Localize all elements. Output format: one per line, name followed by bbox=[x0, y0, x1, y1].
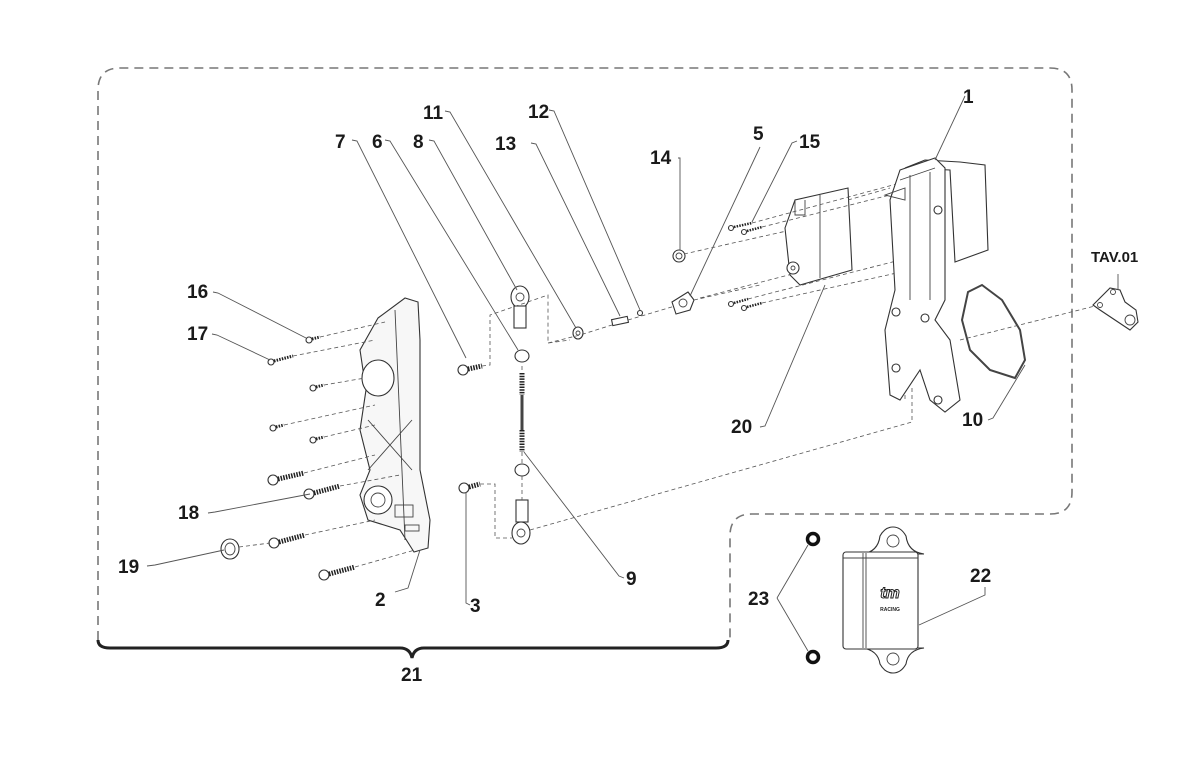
washer-11 bbox=[572, 326, 584, 340]
callout-6: 6 bbox=[372, 132, 383, 153]
callout-12: 12 bbox=[528, 102, 549, 123]
callout-17: 17 bbox=[187, 324, 208, 345]
callout-19: 19 bbox=[118, 557, 139, 578]
screw-3 bbox=[458, 481, 481, 494]
screw-17 bbox=[267, 354, 294, 366]
o-ring-top bbox=[805, 531, 821, 547]
screw-7 bbox=[457, 363, 483, 376]
assembly-line bbox=[904, 305, 1096, 400]
callout-11: 11 bbox=[423, 103, 444, 124]
assembly-line bbox=[238, 321, 416, 568]
pin-12 bbox=[636, 309, 644, 317]
callout-1: 1 bbox=[963, 87, 974, 108]
washer-14 bbox=[672, 249, 686, 263]
pin-13 bbox=[610, 315, 630, 327]
assembly-line bbox=[480, 227, 913, 539]
screw-16 bbox=[305, 335, 321, 344]
assembly-line bbox=[747, 174, 931, 304]
servo-actuator-20 bbox=[784, 187, 853, 286]
callout-5: 5 bbox=[753, 124, 764, 145]
callout-3: 3 bbox=[470, 596, 481, 617]
callout-23: 23 bbox=[748, 589, 769, 610]
callout-16: 16 bbox=[187, 282, 208, 303]
brand-subtext: RACING bbox=[880, 607, 900, 613]
rod-end-upper-8 bbox=[510, 285, 530, 329]
main-housing-1 bbox=[883, 157, 989, 413]
assembly-brace bbox=[96, 639, 730, 659]
brand-logo: tm bbox=[880, 585, 900, 602]
side-cover-part bbox=[359, 297, 431, 553]
callout-20: 20 bbox=[731, 417, 752, 438]
callout-10: 10 bbox=[962, 410, 983, 431]
callout-tav01: TAV.01 bbox=[1091, 249, 1138, 266]
lever-5 bbox=[671, 291, 695, 315]
screws-15 bbox=[727, 221, 763, 312]
screws-cover bbox=[269, 383, 325, 444]
callout-8: 8 bbox=[413, 132, 424, 153]
rod-end-lower bbox=[511, 499, 531, 545]
callout-7: 7 bbox=[335, 132, 346, 153]
nut-lower bbox=[514, 463, 530, 477]
callout-15: 15 bbox=[799, 132, 821, 153]
callout-2: 2 bbox=[375, 590, 386, 611]
callout-21: 21 bbox=[401, 665, 423, 686]
gasket-10 bbox=[960, 283, 1027, 380]
nut-6 bbox=[514, 349, 530, 363]
control-unit-22: tm RACING bbox=[842, 526, 925, 674]
leader-lines bbox=[146, 95, 1119, 652]
callout-22: 22 bbox=[970, 566, 991, 587]
cap-screws-18 bbox=[267, 470, 356, 581]
callout-13: 13 bbox=[495, 134, 516, 155]
callout-14: 14 bbox=[650, 148, 672, 169]
plug-19 bbox=[220, 538, 240, 560]
assembly-boundary bbox=[97, 67, 1073, 640]
callout-9: 9 bbox=[626, 569, 637, 590]
o-ring-bottom bbox=[805, 649, 821, 665]
tav01-bracket bbox=[1092, 287, 1139, 331]
callout-18: 18 bbox=[178, 503, 199, 524]
